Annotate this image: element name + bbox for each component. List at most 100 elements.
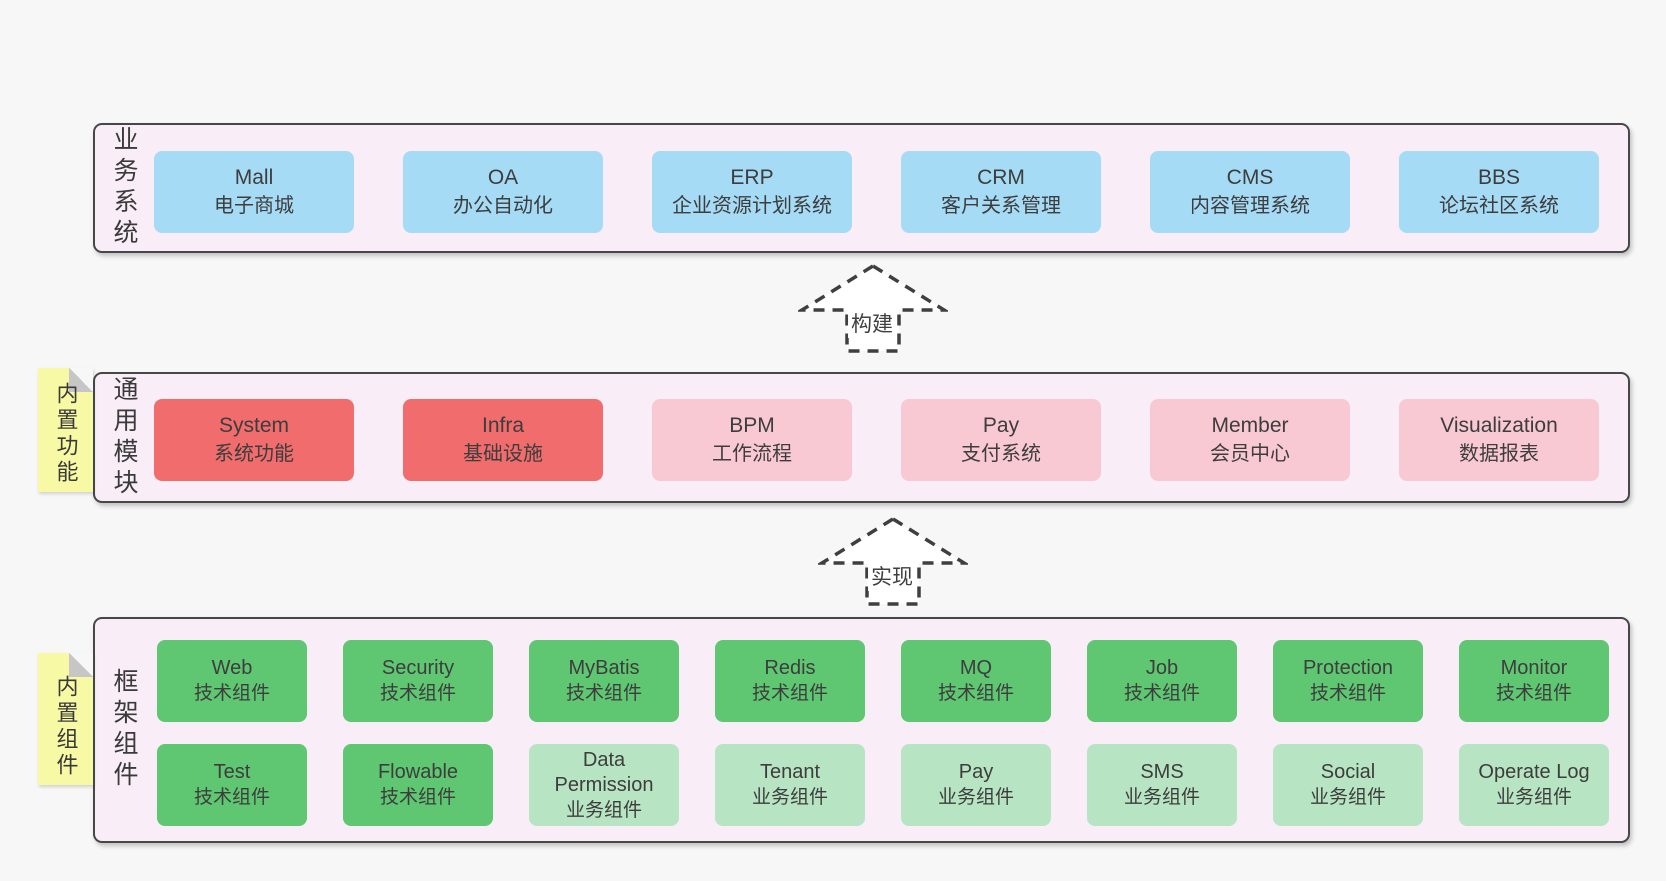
box-desc: 技术组件 [379, 787, 456, 808]
box-name: Pay [982, 414, 1020, 437]
box-sms: SMS 业务组件 [1087, 744, 1237, 826]
box-desc: 会员中心 [1210, 443, 1290, 465]
note-built-in-components: 内置组件 [38, 653, 93, 785]
box-web: Web 技术组件 [157, 640, 307, 722]
box-desc: 技术组件 [193, 683, 270, 704]
box-crm: CRM 客户关系管理 [901, 151, 1101, 233]
box-data-permission: Data Permission 业务组件 [529, 744, 679, 826]
box-bbs: BBS 论坛社区系统 [1399, 151, 1599, 233]
box-name: BBS [1477, 166, 1521, 189]
box-name: BPM [729, 414, 775, 437]
note-built-in-features: 内置功能 [38, 368, 93, 492]
box-tenant: Tenant 业务组件 [715, 744, 865, 826]
box-desc: 办公自动化 [453, 195, 553, 217]
box-system: System 系统功能 [154, 399, 354, 481]
folded-corner-icon [69, 368, 93, 392]
box-pay-system: Pay 支付系统 [901, 399, 1101, 481]
box-desc: 业务组件 [1495, 787, 1572, 808]
box-name: Visualization [1440, 414, 1558, 437]
box-mybatis: MyBatis 技术组件 [529, 640, 679, 722]
box-name: SMS [1140, 761, 1184, 783]
box-test: Test 技术组件 [157, 744, 307, 826]
box-desc: 客户关系管理 [941, 195, 1061, 217]
box-name: Test [213, 761, 251, 783]
box-pay-component: Pay 业务组件 [901, 744, 1051, 826]
box-name: CRM [977, 166, 1025, 189]
band-framework-components: 框架组件 Web 技术组件 Security 技术组件 MyBatis 技术组件… [93, 617, 1630, 843]
box-security: Security 技术组件 [343, 640, 493, 722]
box-desc: 企业资源计划系统 [672, 195, 832, 217]
arrow-build: 构建 [798, 263, 948, 355]
box-name: Social [1320, 761, 1376, 783]
box-desc: 内容管理系统 [1190, 195, 1310, 217]
box-name: MQ [959, 657, 993, 679]
box-desc: 技术组件 [937, 683, 1014, 704]
box-desc: 业务组件 [1123, 787, 1200, 808]
box-redis: Redis 技术组件 [715, 640, 865, 722]
box-desc: 技术组件 [1495, 683, 1572, 704]
box-desc: 技术组件 [751, 683, 828, 704]
note-text: 内置组件 [53, 675, 79, 779]
box-name: Mall [234, 166, 274, 189]
box-name: Tenant [759, 761, 821, 783]
box-monitor: Monitor 技术组件 [1459, 640, 1609, 722]
box-job: Job 技术组件 [1087, 640, 1237, 722]
box-name: System [218, 414, 289, 437]
box-desc: 数据报表 [1459, 443, 1539, 465]
box-desc: 支付系统 [961, 443, 1041, 465]
arrow-build-label: 构建 [848, 308, 897, 338]
box-visualization: Visualization 数据报表 [1399, 399, 1599, 481]
box-protection: Protection 技术组件 [1273, 640, 1423, 722]
box-bpm: BPM 工作流程 [652, 399, 852, 481]
box-name: ERP [730, 166, 774, 189]
box-name: Web [211, 657, 253, 679]
box-desc: 电子商城 [214, 195, 294, 217]
modules-box-row: System 系统功能 Infra 基础设施 BPM 工作流程 Pay 支付系统… [154, 399, 1599, 481]
box-name: Job [1145, 657, 1179, 679]
box-name: CMS [1226, 166, 1274, 189]
box-erp: ERP 企业资源计划系统 [652, 151, 852, 233]
box-social: Social 业务组件 [1273, 744, 1423, 826]
box-member: Member 会员中心 [1150, 399, 1350, 481]
box-infra: Infra 基础设施 [403, 399, 603, 481]
box-name: Pay [958, 761, 994, 783]
box-desc: 系统功能 [214, 443, 294, 465]
box-name: Infra [481, 414, 525, 437]
box-desc: 技术组件 [1309, 683, 1386, 704]
arrow-implement: 实现 [818, 516, 968, 608]
box-cms: CMS 内容管理系统 [1150, 151, 1350, 233]
box-desc: 技术组件 [1123, 683, 1200, 704]
box-name: Protection [1302, 657, 1394, 679]
band-common-modules: 通用模块 System 系统功能 Infra 基础设施 BPM 工作流程 Pay… [93, 372, 1630, 503]
arrow-implement-label: 实现 [868, 561, 917, 591]
box-desc: 技术组件 [193, 787, 270, 808]
box-name: Data Permission [554, 748, 654, 796]
box-desc: 业务组件 [565, 799, 642, 821]
band-business-systems: 业务系统 Mall 电子商城 OA 办公自动化 ERP 企业资源计划系统 CRM… [93, 123, 1630, 253]
box-operate-log: Operate Log 业务组件 [1459, 744, 1609, 826]
box-name: MyBatis [568, 657, 640, 679]
band-business-label: 业务系统 [110, 126, 138, 250]
box-oa: OA 办公自动化 [403, 151, 603, 233]
box-desc: 基础设施 [463, 443, 543, 465]
box-desc: 技术组件 [379, 683, 456, 704]
box-mall: Mall 电子商城 [154, 151, 354, 233]
box-name: Monitor [1500, 657, 1568, 679]
box-desc: 技术组件 [565, 683, 642, 704]
box-name: Operate Log [1478, 761, 1590, 783]
box-desc: 论坛社区系统 [1439, 195, 1559, 217]
box-name: Member [1211, 414, 1289, 437]
components-row-1: Web 技术组件 Security 技术组件 MyBatis 技术组件 Redi… [157, 640, 1609, 722]
box-name: Redis [764, 657, 816, 679]
band-components-label: 框架组件 [110, 668, 138, 792]
box-mq: MQ 技术组件 [901, 640, 1051, 722]
band-modules-label: 通用模块 [110, 375, 138, 500]
box-desc: 业务组件 [751, 787, 828, 808]
folded-corner-icon [69, 653, 93, 677]
box-desc: 工作流程 [712, 443, 792, 465]
box-name: Security [381, 657, 455, 679]
box-flowable: Flowable 技术组件 [343, 744, 493, 826]
business-box-row: Mall 电子商城 OA 办公自动化 ERP 企业资源计划系统 CRM 客户关系… [154, 151, 1599, 233]
box-desc: 业务组件 [937, 787, 1014, 808]
